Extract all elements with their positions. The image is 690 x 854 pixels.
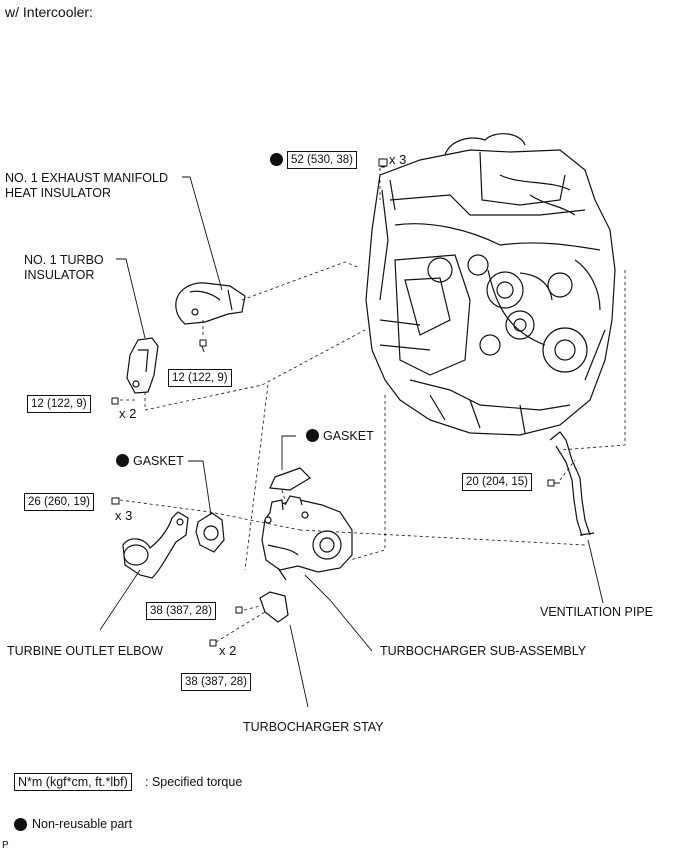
- engine-illustration: [365, 133, 616, 436]
- assembly-dashed-lines: [119, 168, 626, 643]
- torque-box-turbo-insulator-bolt: 12 (122, 9): [27, 395, 91, 413]
- qty-stay-bolt: x 2: [219, 643, 237, 658]
- qty-elbow-nut: x 3: [115, 508, 133, 523]
- label-ventilation-pipe: VENTILATION PIPE: [540, 605, 653, 619]
- turbo-stay-shape: [259, 591, 289, 623]
- nonreusable-marker-icon: [270, 153, 283, 166]
- torque-box-vent-bolt: 20 (204, 15): [462, 473, 533, 491]
- legend-nonreusable-desc: Non-reusable part: [32, 817, 133, 831]
- torque-box-stay-bolt-upper: 38 (387, 28): [146, 602, 217, 620]
- nonreusable-legend-icon: [14, 818, 27, 831]
- label-gasket-left: GASKET: [133, 454, 184, 468]
- upper-gasket-shape: [269, 467, 311, 491]
- legend-torque-unit: N*m (kgf*cm, ft.*lbf): [14, 773, 132, 791]
- turbine-elbow-shape: [122, 511, 189, 579]
- nonreusable-marker-icon: [116, 454, 129, 467]
- label-exhaust-manifold-heat-insulator: NO. 1 EXHAUST MANIFOLD HEAT INSULATOR: [5, 171, 168, 200]
- torque-box-stay-bolt-lower: 38 (387, 28): [181, 673, 252, 691]
- exhaust-insulator-shape: [175, 282, 246, 325]
- legend-torque-desc: : Specified torque: [145, 775, 243, 789]
- nonreusable-marker-icon: [306, 429, 319, 442]
- label-gasket-upper: GASKET: [323, 429, 374, 443]
- diagram-title: w/ Intercooler:: [5, 4, 93, 20]
- corner-mark: P: [2, 840, 9, 851]
- torque-box-manifold-nut: 52 (530, 38): [287, 151, 358, 169]
- qty-turbo-insulator-bolt: x 2: [119, 406, 137, 421]
- label-turbo-insulator: NO. 1 TURBO INSULATOR: [24, 253, 104, 282]
- label-turbocharger-sub-assembly: TURBOCHARGER SUB-ASSEMBLY: [380, 644, 587, 658]
- left-gasket-shape: [195, 512, 225, 553]
- torque-box-elbow-nut: 26 (260, 19): [24, 493, 95, 511]
- qty-manifold-nut: x 3: [389, 152, 407, 167]
- torque-box-insulator-bolt: 12 (122, 9): [168, 369, 232, 387]
- fasteners: [111, 158, 560, 647]
- ventilation-pipe-shape: [549, 431, 595, 537]
- leader-lines: [99, 176, 604, 708]
- label-turbine-outlet-elbow: TURBINE OUTLET ELBOW: [7, 644, 164, 658]
- turbocharger-shape: [261, 495, 353, 581]
- turbo-insulator-shape: [126, 337, 159, 394]
- label-turbocharger-stay: TURBOCHARGER STAY: [243, 720, 384, 734]
